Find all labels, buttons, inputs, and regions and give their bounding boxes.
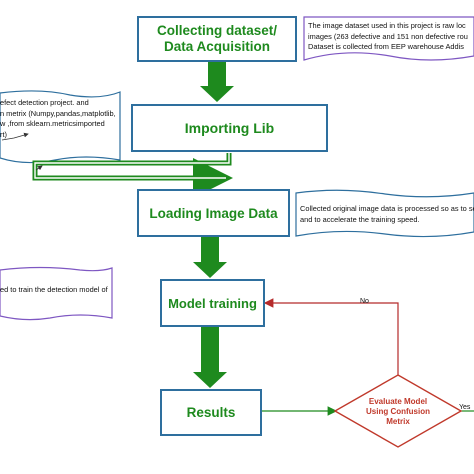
dataset-note-line1: The image dataset used in this project i… xyxy=(308,21,466,30)
libs-note-pointer xyxy=(1,132,29,141)
preprocess-note-shape xyxy=(295,189,474,238)
importing-lib-label: Importing Lib xyxy=(184,120,275,136)
training-note-shape xyxy=(0,266,113,321)
feedback-no-loop xyxy=(263,298,399,375)
model-training-label: Model training xyxy=(168,295,257,311)
arrow-collect-to-import xyxy=(200,62,234,102)
libs-note-line1: efect detection project. and xyxy=(0,98,89,107)
libs-note-line2: n metrix (Numpy,pandas,matplotlib, xyxy=(0,108,116,118)
arrow-train-to-results xyxy=(193,327,227,388)
collect-dataset-line2: Data Acquisition xyxy=(163,39,270,54)
libs-note-line3: w ,from sklearn.metricsimported xyxy=(0,119,105,128)
yes-label: Yes xyxy=(459,404,471,411)
evaluate-line2: Using Confusion xyxy=(366,407,430,416)
arrow-load-to-train xyxy=(193,237,227,278)
libs-note-line4: rt) xyxy=(0,129,7,139)
results-box: Results xyxy=(160,389,262,436)
evaluate-line1: Evaluate Model xyxy=(368,397,428,406)
model-training-box: Model training xyxy=(160,279,265,327)
collect-dataset-line1: Collecting dataset/ xyxy=(156,23,278,38)
connector-pointer xyxy=(35,165,43,171)
evaluate-line3: Metrix xyxy=(386,417,410,426)
libs-note-text: efect detection project. and n metrix (N… xyxy=(0,98,119,140)
loading-image-data-label: Loading Image Data xyxy=(149,205,278,221)
preprocess-note-line1: Collected original image data is process… xyxy=(300,204,474,213)
dataset-note-text: The image dataset used in this project i… xyxy=(308,21,474,53)
preprocess-note-text: Collected original image data is process… xyxy=(300,204,474,225)
collect-dataset-box: Collecting dataset/ Data Acquisition xyxy=(137,16,297,62)
results-label: Results xyxy=(186,405,236,420)
training-note-text: ed to train the detection model of xyxy=(0,285,111,296)
training-note-line1: ed to train the detection model of xyxy=(0,285,108,294)
dataset-note-line2: images (263 defective and 151 non defect… xyxy=(308,31,468,41)
evaluate-diamond-text: Evaluate Model Using Confusion Metrix xyxy=(350,397,446,427)
importing-lib-box: Importing Lib xyxy=(131,104,328,152)
dataset-note-shape xyxy=(303,16,474,61)
dataset-note-line3: Dataset is collected from EEP warehouse … xyxy=(308,42,464,51)
loading-image-data-box: Loading Image Data xyxy=(137,189,290,237)
no-label: No xyxy=(360,298,369,305)
evaluate-diamond-shape xyxy=(333,374,463,448)
preprocess-note-line2: and to accelerate the training speed. xyxy=(300,214,420,224)
